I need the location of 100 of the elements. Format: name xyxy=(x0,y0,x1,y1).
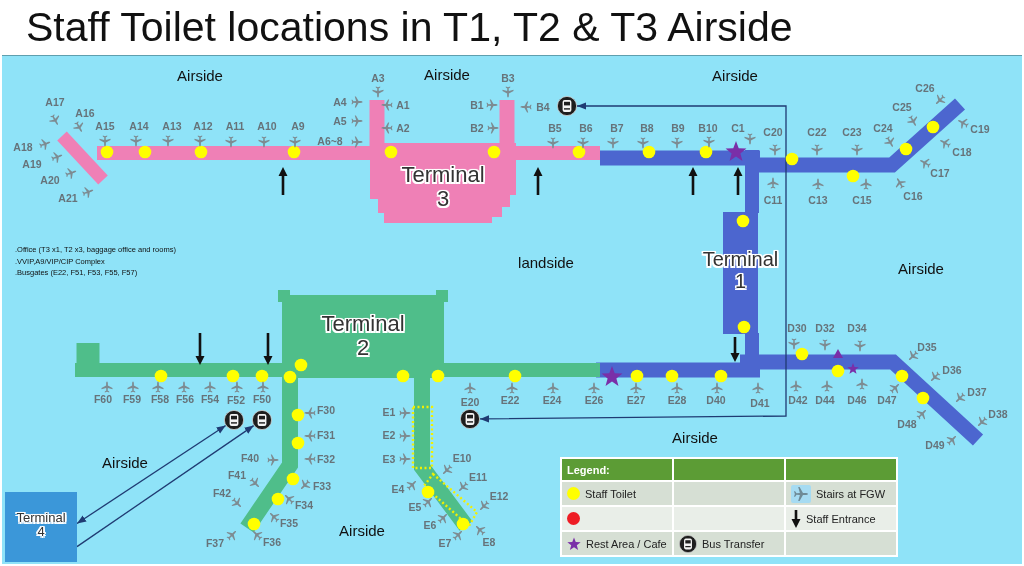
bus-icon xyxy=(252,410,272,430)
gate-label: E4 xyxy=(391,483,405,495)
terminal-building xyxy=(370,143,516,223)
gate-label: B8 xyxy=(640,122,654,134)
gate-label: A10 xyxy=(257,120,277,132)
legend-label: Stairs at FGW xyxy=(816,487,886,500)
gate-label: E10 xyxy=(452,452,472,464)
gate-label: E20 xyxy=(460,396,480,408)
gate-label: D38 xyxy=(988,408,1008,420)
gate-label: F30 xyxy=(316,404,336,416)
gate-label: F40 xyxy=(240,452,260,464)
gate-label: C20 xyxy=(763,126,783,138)
gate-label: F56 xyxy=(175,393,195,405)
gate-label: B3 xyxy=(501,72,515,84)
gate-label: E2 xyxy=(382,429,396,441)
gate-label: A2 xyxy=(396,122,410,134)
gate-label: E3 xyxy=(382,453,396,465)
gate-label: E28 xyxy=(667,394,687,406)
gate-label: F35 xyxy=(279,517,299,529)
terminal-name: Terminal 4 xyxy=(15,511,67,540)
gate-label: D30 xyxy=(787,322,807,334)
gate-label: E27 xyxy=(626,394,646,406)
legend-label: Rest Area / Cafe xyxy=(586,537,667,550)
gate-label: C26 xyxy=(915,82,935,94)
arrow xyxy=(76,424,227,525)
gate-label: F34 xyxy=(294,499,314,511)
gate-label: F33 xyxy=(312,480,332,492)
gate-label: D32 xyxy=(815,322,835,334)
gate-label: E11 xyxy=(468,471,488,483)
gate-label: F60 xyxy=(93,393,113,405)
gate-label: C19 xyxy=(970,123,990,135)
gate-label: A9 xyxy=(291,120,305,132)
gate-label: C23 xyxy=(842,126,862,138)
area-label: Airside xyxy=(672,429,718,445)
gate-label: D40 xyxy=(706,394,726,406)
gate-label: A1 xyxy=(396,99,410,111)
gate-label: D49 xyxy=(925,439,945,451)
gate-label: E26 xyxy=(584,394,604,406)
gate-label: E12 xyxy=(489,490,509,502)
gate-label: F54 xyxy=(200,393,220,405)
gate-label: C22 xyxy=(807,126,827,138)
gate-label: D46 xyxy=(847,394,867,406)
gate-label: A18 xyxy=(13,141,33,153)
gate-label: E7 xyxy=(438,537,452,549)
legend-label: Staff Entrance xyxy=(806,512,876,525)
gate-label: C13 xyxy=(808,194,828,206)
area-label: Airside xyxy=(339,522,385,538)
gate-label: F58 xyxy=(150,393,170,405)
gate-label: D36 xyxy=(942,364,962,376)
gate-label: C11 xyxy=(763,194,783,206)
area-label: Airside xyxy=(712,67,758,83)
gate-label: B5 xyxy=(548,122,562,134)
terminal-building xyxy=(5,492,77,562)
gate-label: B9 xyxy=(671,122,685,134)
gate-label: B7 xyxy=(610,122,624,134)
gate-label: F50 xyxy=(252,393,272,405)
gate-label: E8 xyxy=(482,536,496,548)
area-label: Airside xyxy=(898,260,944,276)
gate-label: C1 xyxy=(731,122,745,134)
gate-label: E5 xyxy=(408,501,422,513)
gate-label: E22 xyxy=(500,394,520,406)
gate-label: B1 xyxy=(470,99,484,111)
gate-label: F41 xyxy=(227,469,247,481)
legend-heading: Legend: xyxy=(562,459,672,480)
gate-label: F31 xyxy=(316,429,336,441)
gate-label: B10 xyxy=(698,122,718,134)
gate-label: E6 xyxy=(423,519,437,531)
gate-label: B2 xyxy=(470,122,484,134)
gate-label: C16 xyxy=(903,190,923,202)
gate-label: D37 xyxy=(967,386,987,398)
gate-label: D44 xyxy=(815,394,835,406)
gate-label: A11 xyxy=(225,120,245,132)
gate-label: F52 xyxy=(226,394,246,406)
gate-label: A20 xyxy=(40,174,60,186)
gate-label: A16 xyxy=(75,107,95,119)
bus-icon xyxy=(460,409,480,429)
legend-label: Bus Transfer xyxy=(702,537,765,550)
gate-label: D34 xyxy=(847,322,867,334)
gate-label: E1 xyxy=(382,406,396,418)
area-label: Airside xyxy=(177,67,223,83)
gate-label: C24 xyxy=(873,122,893,134)
gate-label: F37 xyxy=(205,537,225,549)
area-label: Airside xyxy=(102,454,148,470)
gate-label: F42 xyxy=(212,487,232,499)
gate-label: F36 xyxy=(262,536,282,548)
bus-icon xyxy=(224,410,244,430)
gate-label: F32 xyxy=(316,453,336,465)
arrow xyxy=(76,424,255,548)
terminal-name: Terminal 3 xyxy=(400,163,486,212)
arrow xyxy=(479,102,787,423)
gate-label: D42 xyxy=(788,394,808,406)
gate-label: A15 xyxy=(95,120,115,132)
gate-label: D48 xyxy=(897,418,917,430)
gate-label: A5 xyxy=(333,115,347,127)
gate-label: A17 xyxy=(45,96,65,108)
gate-label: B6 xyxy=(579,122,593,134)
gate-label: A21 xyxy=(58,192,78,204)
gate-label: C25 xyxy=(892,101,912,113)
gate-label: A6~8 xyxy=(317,135,343,147)
gate-label: A19 xyxy=(22,158,42,170)
